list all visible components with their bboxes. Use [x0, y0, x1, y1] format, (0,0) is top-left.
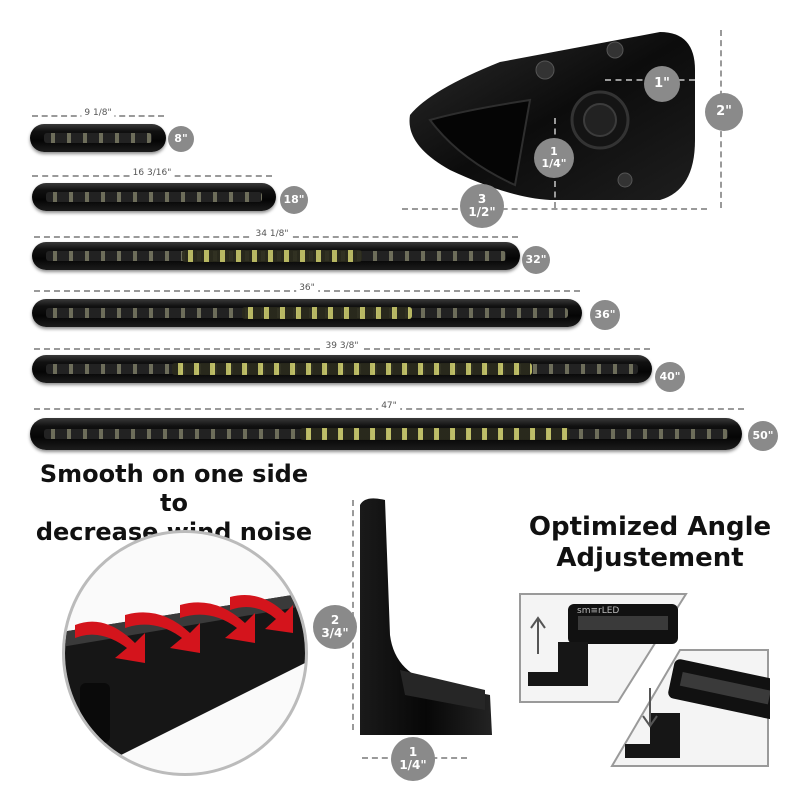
- light-bar-50: [30, 418, 742, 450]
- wind-arrow-icon: [230, 595, 293, 633]
- wind-arrow-icon: [180, 602, 255, 643]
- wind-arrow-icon: [125, 612, 200, 653]
- wind-noise-circle: [62, 530, 308, 776]
- end-cap-image: [409, 32, 695, 200]
- bar-32-length-label: 34 1/8": [252, 229, 292, 239]
- end-cap-hole-badge: 1 1/4": [534, 138, 574, 178]
- wind-flow-illustration: [65, 593, 305, 773]
- angle-panel-up: [518, 592, 688, 704]
- bar-36-length-label: 36": [296, 283, 318, 293]
- bar-8-length-label: 9 1/8": [81, 108, 115, 118]
- bar-18-size-badge: 18": [280, 186, 308, 214]
- bracket-height-badge: 2 3/4": [313, 605, 357, 649]
- end-cap-diagram: [390, 20, 740, 220]
- light-bar-32: [32, 242, 520, 270]
- bar-40-size-badge: 40": [655, 362, 685, 392]
- bracket-width-badge: 1 1/4": [391, 737, 435, 781]
- angle-down-illustration: [610, 649, 782, 767]
- light-bar-8: [30, 124, 166, 152]
- bracket-image: [360, 498, 492, 735]
- bar-36-size-badge: 36": [590, 300, 620, 330]
- bar-40-length-label: 39 3/8": [322, 341, 362, 351]
- light-bar-40: [32, 355, 652, 383]
- light-bar-18: [32, 183, 276, 211]
- bar-50-length-label: 47": [378, 401, 400, 411]
- brand-text: sm≡rLED: [577, 606, 620, 616]
- mounting-bracket: [340, 495, 500, 735]
- bar-50-size-badge: 50": [748, 421, 778, 451]
- wind-arrow-icon: [75, 621, 145, 663]
- angle-heading: Optimized Angle Adjustement: [528, 512, 772, 574]
- angle-up-illustration: [519, 593, 688, 703]
- end-cap-depth-badge: 1": [644, 66, 680, 102]
- angle-panel-down: [610, 648, 782, 768]
- bar-32-size-badge: 32": [522, 246, 550, 274]
- light-bar-36: [32, 299, 582, 327]
- end-cap-width-badge: 3 1/2": [460, 184, 504, 228]
- end-cap-height-badge: 2": [705, 93, 743, 131]
- bar-18-length-label: 16 3/16": [129, 168, 175, 178]
- bar-8-size-badge: 8": [168, 126, 194, 152]
